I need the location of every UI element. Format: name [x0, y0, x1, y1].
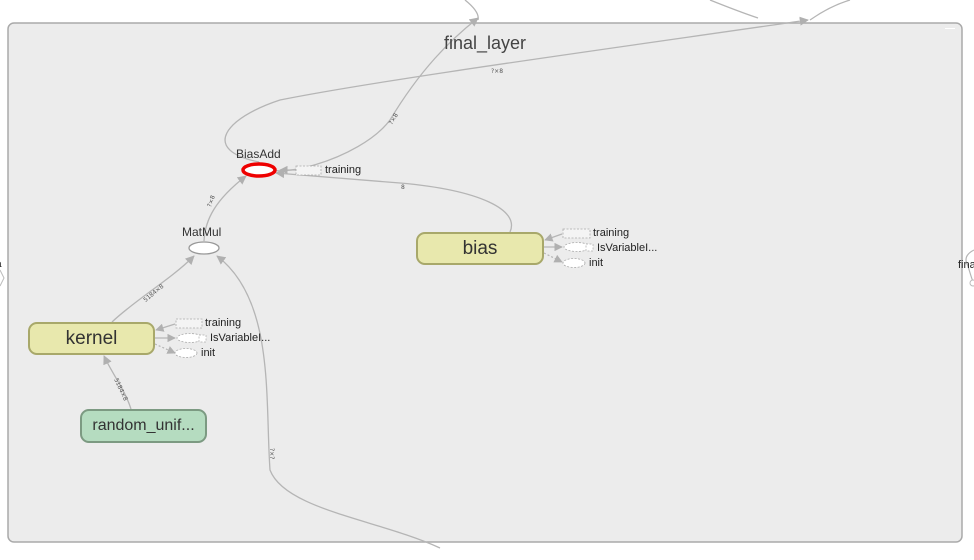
kernel-label: kernel: [65, 327, 118, 349]
edge-kernel-training: [155, 323, 176, 332]
edge-bias-init: [543, 252, 563, 263]
biasadd-training-node[interactable]: [295, 165, 322, 176]
edge-biasadd-up-left: [224, 16, 809, 163]
biasadd-label: BiasAdd: [236, 147, 281, 161]
group-title: final_layer: [443, 33, 527, 53]
edge-label-matmul-biasadd: ?×8: [206, 194, 217, 208]
random-uniform-node[interactable]: random_unif...: [80, 409, 207, 443]
kernel-init-node[interactable]: [174, 348, 198, 358]
edge-bias-training: [544, 233, 563, 242]
edge-kernel-matmul: [111, 255, 195, 323]
bias-isvar-label: IsVariableI...: [597, 242, 658, 254]
bias-label: bias: [462, 237, 498, 259]
bias-init-label: init: [589, 257, 604, 269]
kernel-isvar-label: IsVariableI...: [210, 332, 271, 344]
kernel-isvar-port: [198, 334, 207, 343]
random-uniform-label: random_unif...: [92, 417, 195, 434]
kernel-training-node[interactable]: [175, 318, 203, 329]
edge-top-right: [709, 0, 759, 19]
bias-init-node[interactable]: [562, 258, 586, 268]
offscreen-right-port: [969, 279, 974, 287]
offscreen-right-label: fina: [958, 259, 974, 271]
final-layer-group-box[interactable]: [7, 22, 963, 543]
edge-random-kernel: [103, 355, 132, 410]
bias-training-label: training: [593, 227, 630, 239]
edge-input-matmul: [216, 255, 441, 549]
offscreen-left-node: [0, 269, 5, 287]
edge-label-top-out: ?×8: [491, 68, 503, 75]
bias-training-node[interactable]: [562, 228, 591, 239]
edge-matmul-biasadd: [203, 175, 247, 242]
bias-node[interactable]: bias: [416, 232, 544, 265]
offscreen-left-label: a: [0, 259, 2, 270]
kernel-training-label: training: [205, 317, 242, 329]
edge-top-right-2: [809, 0, 851, 21]
edge-label-input: ?×?: [268, 448, 275, 459]
kernel-node[interactable]: kernel: [28, 322, 155, 355]
kernel-init-label: init: [201, 347, 216, 359]
edge-top-exit: [464, 0, 479, 21]
biasadd-node[interactable]: [241, 162, 277, 178]
matmul-label: MatMul: [182, 225, 222, 239]
edge-label-bias-biasadd: 8: [401, 184, 405, 191]
biasadd-training-label: training: [325, 164, 362, 176]
matmul-node[interactable]: [188, 241, 220, 255]
minimize-icon[interactable]: [945, 28, 955, 29]
bias-isvar-port: [585, 243, 594, 252]
